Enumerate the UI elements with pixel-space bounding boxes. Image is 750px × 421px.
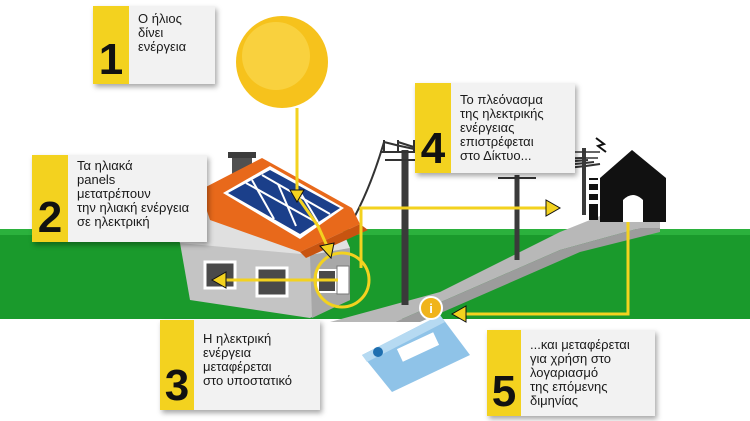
energy-flow-arrowheads xyxy=(210,189,562,323)
step-3-number: 3 xyxy=(160,320,194,410)
road-edge xyxy=(395,228,660,322)
utility-pole-icon xyxy=(570,148,600,215)
road xyxy=(330,212,660,322)
step-4-callout: 4 Το πλεόνασμα της ηλεκτρικής ενέργειας … xyxy=(415,83,575,173)
grass-field xyxy=(0,229,750,319)
sun-glow xyxy=(242,22,310,90)
step-1-text: Ο ήλιος δίνει ενέργεια xyxy=(138,11,187,54)
step-4-text: Το πλεόνασμα της ηλεκτρικής ενέργειας επ… xyxy=(460,92,544,163)
info-badge-icon xyxy=(419,296,443,320)
step-1-number: 1 xyxy=(93,6,129,84)
info-badge-label: i xyxy=(429,301,433,316)
power-station-icon xyxy=(588,137,666,222)
step-5-number: 5 xyxy=(487,330,521,416)
electric-meter-icon xyxy=(336,265,350,295)
step-4-number: 4 xyxy=(415,83,451,173)
step-3-text: Η ηλεκτρική ενέργεια μεταφέρεται στο υπο… xyxy=(203,331,293,388)
step-2-text: Τα ηλιακά panels μετατρέπουν την ηλιακή … xyxy=(77,158,190,229)
grass-highlight xyxy=(0,229,750,235)
step-2-number: 2 xyxy=(32,155,68,242)
step-2-callout: 2 Τα ηλιακά panels μετατρέπουν την ηλιακ… xyxy=(32,155,207,242)
energy-flow-lines xyxy=(226,108,630,316)
step-5-callout: 5 ...και μεταφέρεται για χρήση στο λογαρ… xyxy=(487,330,655,416)
step-1-callout: 1 Ο ήλιος δίνει ενέργεια xyxy=(93,6,215,84)
step-5-text: ...και μεταφέρεται για χρήση στο λογαρια… xyxy=(530,337,630,408)
utility-pole-icon xyxy=(498,175,536,260)
step-3-callout: 3 Η ηλεκτρική ενέργεια μεταφέρεται στο υ… xyxy=(160,320,320,410)
bill-envelope-icon xyxy=(362,315,470,392)
